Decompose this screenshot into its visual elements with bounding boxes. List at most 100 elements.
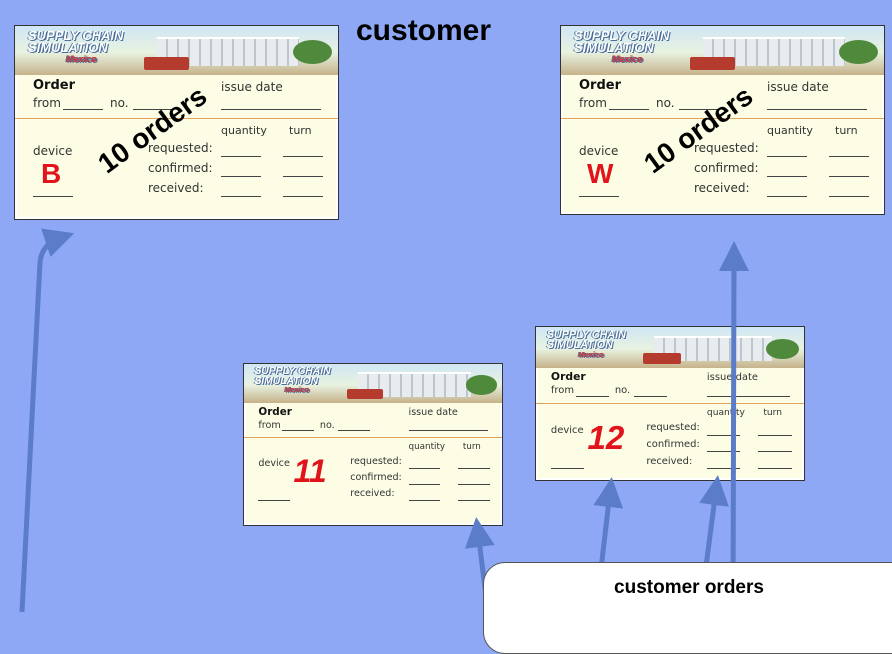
blank-line [706, 468, 741, 470]
requested-label: requested: [148, 141, 213, 155]
device-value: W [587, 158, 614, 189]
blank-line [258, 499, 291, 501]
requested-label: requested: [350, 455, 402, 467]
logo-line-2: SIMULATION [27, 40, 108, 56]
quantity-header: quantity [221, 124, 267, 137]
tree-illustration [766, 338, 799, 359]
tree-illustration [838, 40, 878, 65]
logo-subtitle: Mexico [284, 384, 310, 394]
order-heading: Order [579, 78, 621, 93]
blank-line [458, 467, 490, 469]
blank-line [706, 395, 790, 397]
blank-line [221, 156, 261, 157]
confirmed-label: confirmed: [148, 161, 213, 175]
blank-line [829, 196, 869, 197]
blank-line [408, 499, 441, 501]
arrow-up-icon [718, 241, 749, 612]
blank-line [221, 176, 261, 177]
blank-line [706, 434, 741, 436]
blank-line [579, 196, 619, 197]
tree-illustration [465, 375, 497, 395]
tree-illustration [292, 40, 332, 65]
truck-illustration [643, 352, 681, 364]
order-heading: Order [33, 78, 75, 93]
blank-line [767, 156, 807, 157]
device-value: 12 [587, 419, 625, 457]
blank-line [767, 109, 867, 110]
order-heading: Order [550, 370, 586, 384]
requested-label: requested: [646, 422, 700, 434]
blank-line [767, 196, 807, 197]
device-label: device [550, 424, 584, 436]
logo-subtitle: Mexico [578, 349, 604, 359]
blank-line [408, 483, 441, 485]
blank-line [408, 430, 489, 432]
blank-line [282, 430, 315, 432]
diagram-title: customer [356, 14, 492, 47]
requested-label: requested: [694, 141, 759, 155]
confirmed-label: confirmed: [646, 439, 700, 450]
received-label: received: [148, 181, 204, 195]
blank-line [575, 395, 609, 397]
number-label: no. [319, 419, 335, 431]
logo-line-1: SUPPLY CHAIN [254, 366, 331, 378]
blank-line [458, 499, 490, 501]
truck-illustration [144, 56, 190, 71]
blank-line [33, 196, 73, 197]
blank-line [283, 176, 323, 177]
logo-line-1: SUPPLY CHAIN [27, 27, 124, 43]
turn-header: turn [835, 124, 858, 137]
from-label: from [550, 385, 575, 397]
blank-line [829, 176, 869, 177]
confirmed-label: confirmed: [694, 161, 759, 175]
blank-line [679, 109, 719, 110]
blank-line [706, 451, 741, 453]
blank-line [758, 451, 792, 453]
number-label: no. [110, 96, 129, 110]
device-value: B [41, 158, 62, 189]
truck-illustration [690, 56, 736, 71]
confirmed-label: confirmed: [350, 471, 402, 483]
blank-line [338, 430, 371, 432]
logo-line-2: SIMULATION [254, 375, 319, 387]
from-label: from [579, 96, 607, 110]
arrow-up-icon [19, 228, 75, 612]
logo-line-1: SUPPLY CHAIN [546, 329, 626, 342]
number-label: no. [656, 96, 675, 110]
device-label: device [579, 144, 619, 158]
device-label: device [258, 458, 290, 470]
blank-line [458, 483, 490, 485]
blank-line [829, 156, 869, 157]
blank-line [609, 109, 649, 110]
logo-subtitle: Mexico [612, 53, 643, 64]
customer-orders-callout: customer orders [483, 562, 892, 654]
blank-line [408, 467, 441, 469]
issue-date-label: issue date [221, 80, 283, 94]
device-label: device [33, 144, 73, 158]
blank-line [221, 196, 261, 197]
quantity-header: quantity [408, 442, 446, 453]
blank-line [283, 196, 323, 197]
order-heading: Order [258, 405, 292, 418]
section-divider [15, 118, 338, 119]
issue-date-label: issue date [408, 407, 458, 419]
blank-line [133, 109, 173, 110]
device-value: 11 [293, 453, 327, 490]
blank-line [221, 109, 321, 110]
quantity-header: quantity [706, 408, 745, 419]
from-label: from [258, 419, 281, 431]
blank-line [550, 468, 585, 470]
turn-header: turn [462, 442, 481, 453]
callout-label: customer orders [614, 577, 764, 598]
section-divider [536, 403, 804, 405]
section-divider [561, 118, 884, 119]
section-divider [244, 437, 502, 439]
from-label: from [33, 96, 61, 110]
